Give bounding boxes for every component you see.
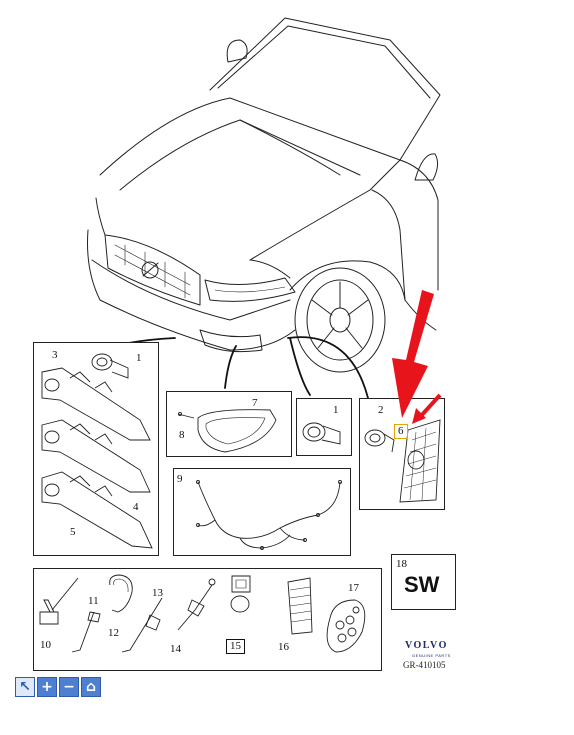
genuine-parts-logo-text: GENUINE PARTS — [412, 653, 451, 658]
callout-10: 10 — [40, 639, 51, 651]
callout-13: 13 — [152, 587, 163, 599]
callout-16: 16 — [278, 641, 289, 653]
callout-15: 15 — [226, 639, 245, 654]
plus-icon: + — [41, 679, 53, 695]
parts-box-wiring — [173, 468, 351, 556]
parts-box-trim — [166, 391, 292, 457]
callout-2: 2 — [378, 404, 384, 416]
zoom-in-button[interactable]: + — [37, 677, 57, 697]
callout-9: 9 — [177, 473, 183, 485]
callout-1-second: 1 — [333, 404, 339, 416]
callout-18: 18 — [396, 558, 407, 570]
software-label: SW — [404, 572, 440, 597]
diagram-code: GR-410105 — [403, 660, 446, 670]
callout-4: 4 — [133, 501, 139, 513]
callout-3: 3 — [52, 349, 58, 361]
callout-17: 17 — [348, 582, 359, 594]
callout-1: 1 — [136, 352, 142, 364]
pointer-icon: ↖ — [19, 679, 31, 695]
callout-5: 5 — [70, 526, 76, 538]
pointer-tool-button[interactable]: ↖ — [15, 677, 35, 697]
callout-14: 14 — [170, 643, 181, 655]
callout-7: 7 — [252, 397, 258, 409]
callout-12: 12 — [108, 627, 119, 639]
callout-8: 8 — [179, 429, 185, 441]
home-button[interactable]: ⌂ — [81, 677, 101, 697]
callout-6: 6 — [394, 424, 408, 439]
callout-11: 11 — [88, 595, 99, 607]
parts-box-software — [391, 554, 456, 610]
minus-icon: − — [63, 679, 75, 695]
red-arrow-small-icon — [412, 408, 426, 424]
zoom-out-button[interactable]: − — [59, 677, 79, 697]
red-arrow-large-icon — [392, 290, 434, 418]
volvo-logo: VOLVO — [405, 640, 448, 651]
home-icon: ⌂ — [85, 679, 97, 695]
